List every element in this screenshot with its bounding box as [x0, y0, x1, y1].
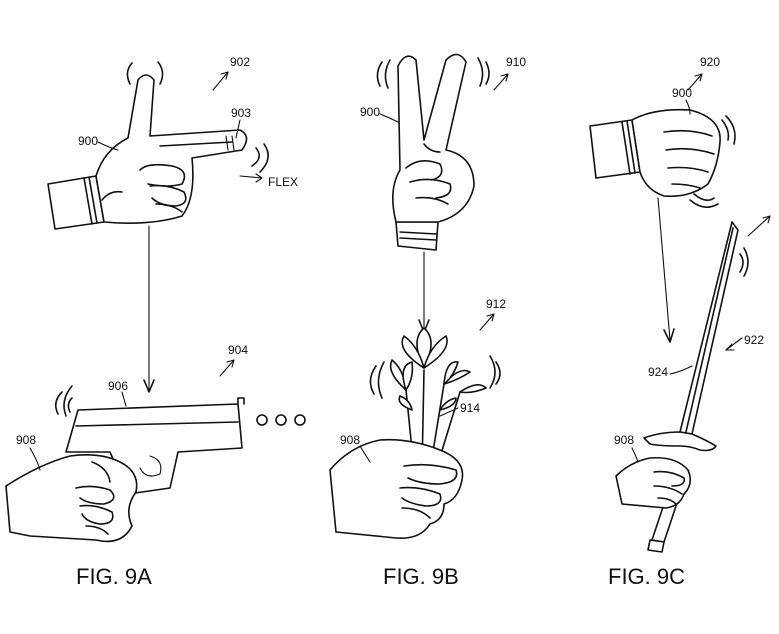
ref-label-900-a: 900	[78, 134, 98, 148]
leader-906	[121, 391, 127, 407]
caption-fig-9a: FIG. 9A	[76, 564, 152, 589]
ref-arrow-904	[219, 359, 235, 377]
ref-label-910: 910	[506, 55, 526, 69]
finger-gun-hand	[47, 74, 248, 230]
ref-label-900-b: 900	[360, 105, 380, 119]
ref-label-924: 924	[648, 365, 668, 379]
leader-908-b	[359, 445, 371, 463]
leader-908-c	[631, 447, 639, 463]
fig-9c: 920 900	[589, 55, 771, 589]
pistol	[65, 397, 245, 495]
transition-arrow-c	[657, 197, 675, 343]
transition-arrow-b	[418, 251, 430, 333]
continuation-dots	[256, 414, 306, 426]
motion-arcs-flowers	[369, 355, 501, 399]
leader-924	[669, 365, 693, 375]
ref-label-920: 920	[700, 55, 720, 69]
motion-arcs-fist	[689, 115, 736, 208]
motion-arcs-finger	[126, 61, 164, 85]
ref-arrow-912	[479, 313, 495, 331]
ref-label-914: 914	[460, 401, 480, 415]
motion-arcs-peace	[376, 57, 490, 89]
bouquet-holding-hand	[329, 438, 464, 540]
ref-label-903: 903	[231, 106, 251, 120]
ref-arrow-922	[725, 337, 743, 351]
ref-label-900-c: 900	[672, 86, 692, 100]
gun-holding-hand	[5, 454, 138, 543]
ref-label-908-b: 908	[340, 433, 360, 447]
caption-fig-9c: FIG. 9C	[608, 564, 685, 589]
caption-fig-9b: FIG. 9B	[383, 564, 459, 589]
motion-arcs-gun	[54, 385, 73, 417]
ref-arrow-920	[687, 73, 703, 91]
ref-label-908-a: 908	[16, 433, 36, 447]
sword	[643, 221, 739, 553]
ref-arrow-910	[493, 73, 509, 91]
motion-arcs-sword	[739, 215, 771, 277]
ref-label-908-c: 908	[614, 433, 634, 447]
ref-label-922: 922	[744, 333, 764, 347]
leader-900-a	[97, 141, 119, 151]
peace-sign-hand	[392, 53, 475, 251]
flex-label: FLEX	[268, 175, 298, 189]
fig-9b: 910 900 912	[329, 53, 526, 589]
transition-arrow-a	[143, 225, 155, 393]
ref-label-902: 902	[230, 55, 250, 69]
fist-hand	[589, 108, 721, 198]
leader-900-c	[685, 99, 691, 115]
ref-label-904: 904	[228, 343, 248, 357]
fig-9a: 902 900 903	[5, 55, 306, 589]
leader-914	[439, 407, 459, 417]
ref-label-912: 912	[486, 297, 506, 311]
leader-908-a	[29, 447, 41, 471]
sword-holding-hand	[615, 456, 692, 509]
leader-903	[235, 119, 241, 139]
ref-arrow-902	[212, 71, 229, 91]
ref-label-906: 906	[108, 379, 128, 393]
leader-900-b	[379, 113, 399, 123]
flex-motion-arcs	[239, 143, 269, 183]
